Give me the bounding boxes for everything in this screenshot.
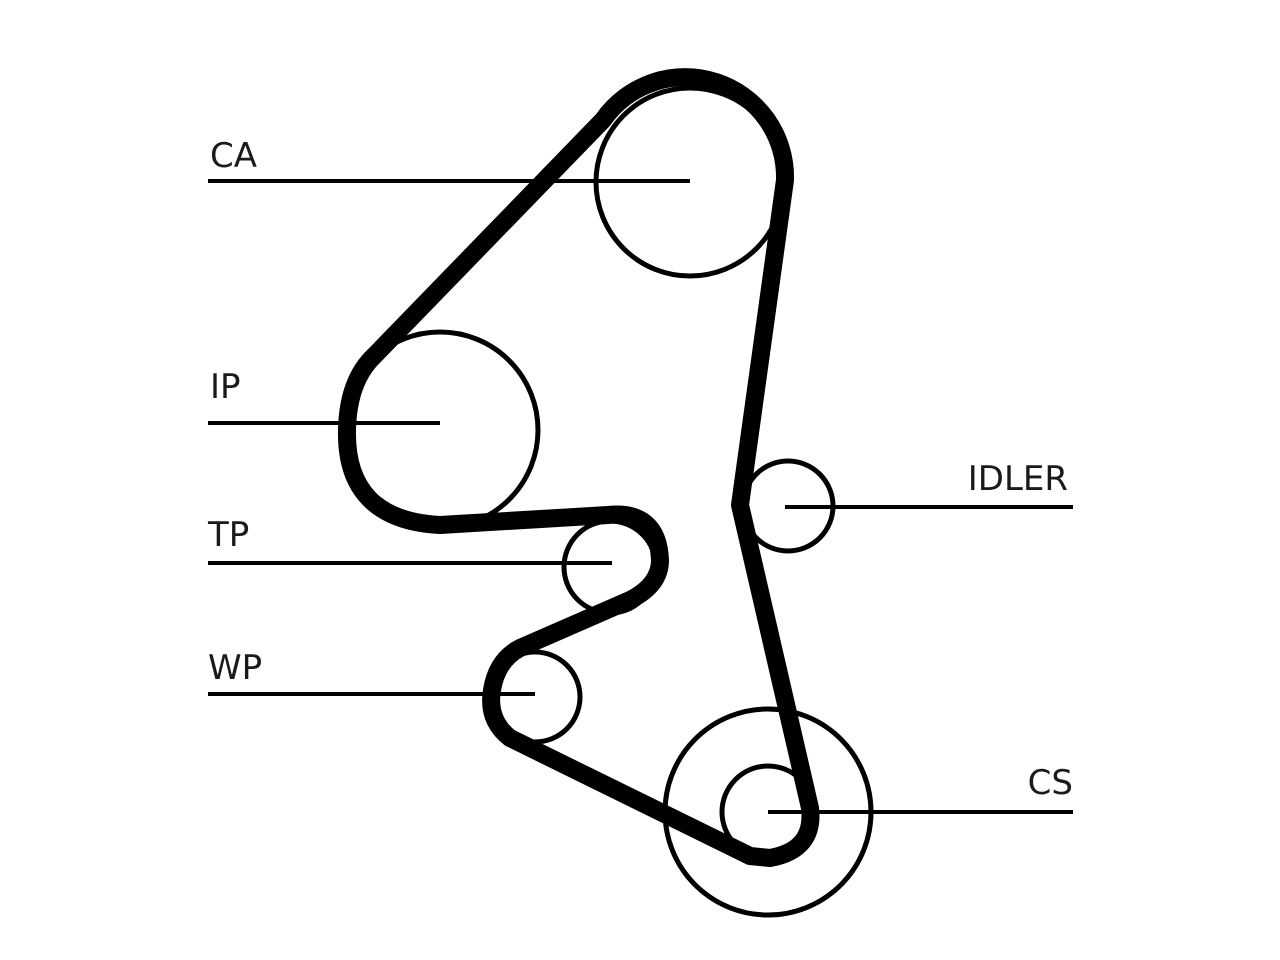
label-cs: CS: [1028, 763, 1073, 803]
label-wp: WP: [208, 648, 262, 688]
label-tp: TP: [207, 515, 249, 555]
timing-belt: [337, 68, 820, 867]
label-ip: IP: [210, 367, 241, 407]
label-ca: CA: [210, 136, 257, 176]
label-idler: IDLER: [968, 459, 1068, 499]
